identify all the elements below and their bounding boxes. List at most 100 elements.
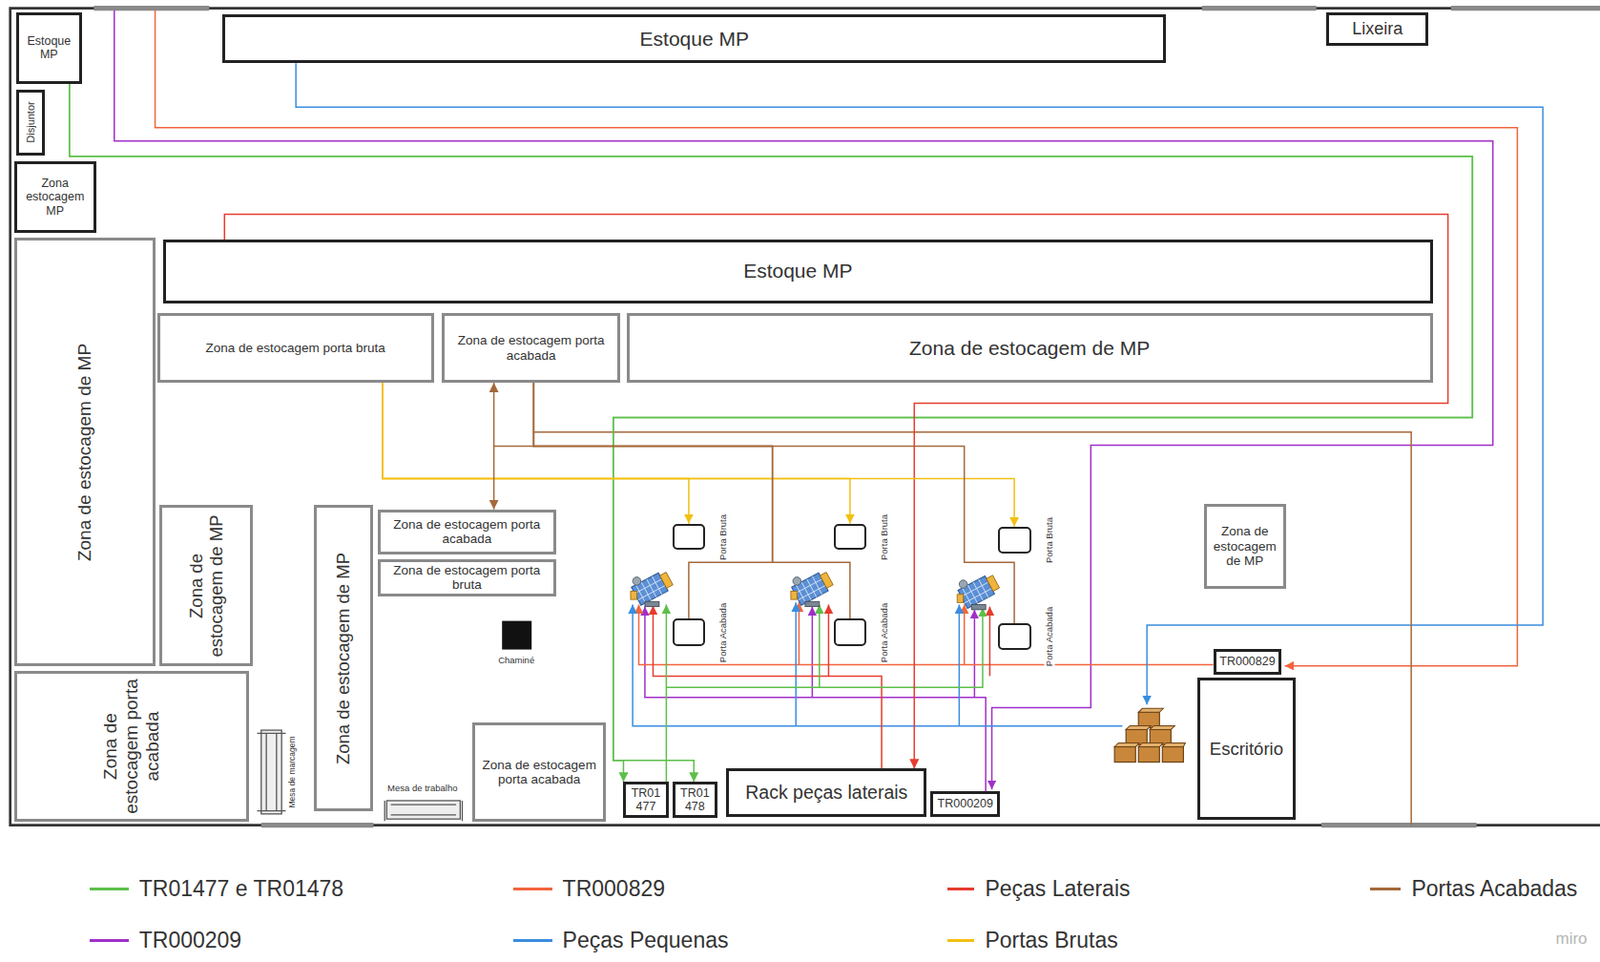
flow-tr000829 bbox=[155, 10, 1518, 666]
legend-swatch bbox=[513, 938, 553, 942]
flow-small-parts bbox=[295, 62, 1543, 705]
flow-tr000829 bbox=[963, 603, 965, 665]
storage-box: Estoque MP bbox=[222, 14, 1166, 63]
zone-label: TR000209 bbox=[937, 796, 994, 811]
station-label: Porta Acabada bbox=[718, 601, 729, 663]
flow-connector bbox=[493, 382, 496, 510]
flow-connector bbox=[533, 382, 1015, 624]
storage-zone: Zona de estocagem de MP bbox=[159, 504, 253, 666]
table-label: Mesa de trabalho bbox=[386, 781, 458, 792]
building-wall bbox=[10, 8, 1600, 826]
storage-zone: Zona de estocagem porta bruta bbox=[157, 312, 435, 383]
door-station: Porta Bruta bbox=[833, 523, 867, 551]
storage-zone: Zona de estocagem porta acabada bbox=[472, 722, 606, 822]
flow-small-parts bbox=[958, 603, 960, 726]
zone-label: Zona de estocagem de MP bbox=[333, 510, 354, 806]
legend-text: Portas Brutas bbox=[984, 927, 1118, 954]
zone-label: Zona de estocagem porta bruta bbox=[205, 340, 385, 356]
legend-item: Peças Pequenas bbox=[513, 925, 729, 955]
zone-label: Zona estocagem MP bbox=[19, 176, 92, 218]
machine-icon bbox=[630, 569, 1001, 610]
flow-connector bbox=[533, 382, 772, 619]
legend-text: TR01477 e TR01478 bbox=[139, 875, 344, 902]
door-station: Porta Acabada bbox=[672, 618, 706, 646]
legend-swatch bbox=[947, 938, 976, 942]
station-label: Porta Acabada bbox=[1044, 605, 1056, 667]
door-station: Porta Acabada bbox=[833, 618, 867, 646]
flow-tr000829 bbox=[155, 10, 1518, 666]
storage-box: Escritório bbox=[1197, 677, 1297, 820]
machine-icon bbox=[790, 569, 835, 607]
storage-box: TR000209 bbox=[930, 790, 1000, 817]
flow-tr01477 bbox=[665, 603, 983, 782]
legend-item: TR01477 e TR01478 bbox=[89, 874, 344, 904]
legend-text: TR000829 bbox=[562, 875, 665, 902]
flow-connector bbox=[382, 382, 689, 524]
flow-tr000209 bbox=[811, 606, 813, 698]
zone-label: Disjuntor bbox=[24, 95, 38, 149]
door-station: Porta Acabada bbox=[997, 623, 1032, 650]
flow-side-parts bbox=[828, 603, 830, 676]
zone-label: Estoque MP bbox=[640, 27, 749, 51]
table-label: Mesa de marcagem bbox=[287, 734, 297, 809]
storage-box: Estoque MP bbox=[163, 239, 1433, 303]
zone-label: Zona de estocagem de MP bbox=[74, 243, 96, 661]
flow-connector bbox=[533, 382, 851, 619]
legend-item: Portas Acabadas bbox=[1370, 874, 1578, 904]
legend-text: Portas Acabadas bbox=[1411, 875, 1578, 902]
zone-label: Zona de estocagem porta bruta bbox=[382, 562, 552, 593]
legend-text: TR000209 bbox=[139, 927, 242, 954]
legend-text: Peças Laterais bbox=[984, 875, 1130, 902]
flow-tr01477 bbox=[665, 603, 667, 782]
box-pile-icon bbox=[1114, 707, 1185, 762]
zone-label: Zona de estocagem de MP bbox=[1208, 523, 1282, 569]
chimney-symbol bbox=[501, 621, 532, 650]
zone-label: Lixeira bbox=[1351, 19, 1403, 40]
door-opening bbox=[93, 8, 1600, 826]
trolley-box: TR01478 bbox=[672, 781, 718, 817]
chimney-symbol bbox=[501, 621, 532, 650]
storage-box: Disjuntor bbox=[16, 89, 45, 155]
trolley-box: TR01477 bbox=[623, 781, 668, 817]
storage-zone: Zona de estocagem de MP bbox=[14, 237, 156, 666]
legend-swatch bbox=[1370, 887, 1401, 891]
machine-icon bbox=[630, 569, 675, 607]
marking-table-icon bbox=[257, 732, 287, 811]
flow-finished-doors bbox=[533, 432, 1412, 826]
storage-zone: Zona de estocagem de MP bbox=[313, 504, 374, 811]
flow-connector bbox=[382, 382, 851, 524]
legend-text: Peças Pequenas bbox=[562, 927, 729, 954]
storage-box: Zona estocagem MP bbox=[14, 161, 97, 233]
zone-label: TR01477 bbox=[627, 786, 664, 814]
zone-label: Zona de estocagem porta acabada bbox=[477, 757, 602, 788]
legend-item: Peças Laterais bbox=[947, 874, 1131, 904]
storage-box: TR000829 bbox=[1213, 648, 1283, 675]
flow-tr000209 bbox=[644, 606, 986, 792]
legend-item: Portas Brutas bbox=[947, 925, 1119, 955]
zone-label: TR01478 bbox=[677, 786, 713, 814]
station-label: Porta Acabada bbox=[879, 601, 891, 663]
flow-connector bbox=[69, 83, 1474, 783]
door-opening bbox=[93, 8, 1600, 826]
storage-zone: Zona de estocagem porta acabada bbox=[377, 509, 557, 555]
flow-small-parts bbox=[794, 602, 796, 726]
work-table-icon bbox=[384, 800, 462, 821]
marking-table-icon bbox=[261, 729, 282, 814]
storage-box: Estoque MP bbox=[16, 12, 82, 84]
chimney-label: Chaminé bbox=[497, 653, 536, 665]
box-pile-icon bbox=[1114, 707, 1185, 762]
flow-small-parts bbox=[632, 603, 1123, 726]
legend-swatch bbox=[89, 887, 129, 891]
legend-item: TR000829 bbox=[513, 874, 665, 904]
legend-item: TR000209 bbox=[89, 925, 242, 955]
flow-finished-doors bbox=[494, 445, 535, 447]
flow-tr000209 bbox=[974, 609, 976, 698]
zone-label: Zona de estocagem de MP bbox=[186, 510, 228, 661]
storage-zone: Zona de estocagem porta acabada bbox=[14, 670, 250, 822]
zone-label: Escritório bbox=[1209, 738, 1284, 759]
flow-small-parts bbox=[295, 62, 1543, 726]
zone-label: Zona de estocagem porta acabada bbox=[100, 676, 164, 816]
flow-tr000829 bbox=[798, 602, 800, 665]
